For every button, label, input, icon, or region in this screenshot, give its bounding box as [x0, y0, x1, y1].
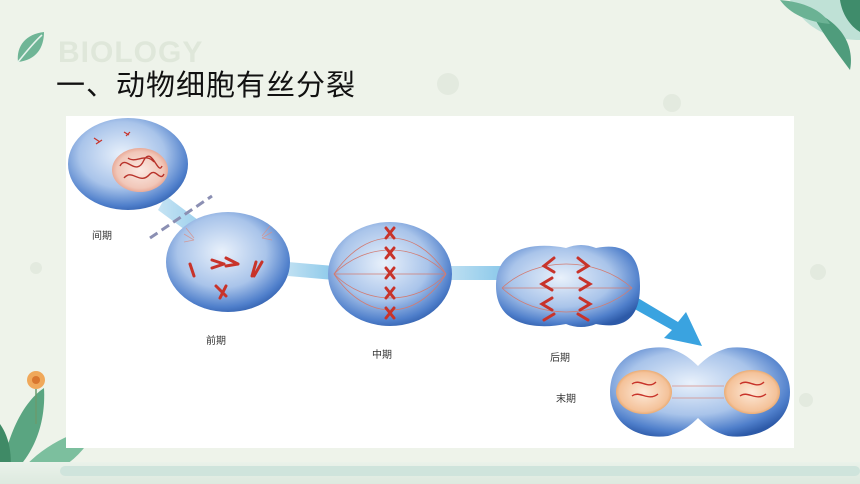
metaphase-cell: [328, 222, 452, 326]
mitosis-illustration: [68, 118, 790, 437]
mitosis-diagram: 间期 前期 中期 后期 末期: [66, 116, 794, 448]
prophase-cell: [166, 212, 290, 312]
leaf-cluster-icon: [780, 0, 860, 70]
interphase-cell: [68, 118, 188, 210]
stage-label-prophase: 前期: [206, 336, 226, 347]
stage-label-interphase: 间期: [92, 231, 112, 242]
telophase-cell: [610, 347, 790, 437]
stage-label-telophase: 末期: [556, 394, 576, 405]
stage-label-metaphase: 中期: [372, 350, 392, 361]
page-title: 一、动物细胞有丝分裂: [56, 68, 357, 102]
leaf-icon: [17, 32, 44, 63]
anaphase-cell: [496, 245, 640, 327]
stage-label-anaphase: 后期: [550, 353, 570, 364]
watermark: BIOLOGY: [58, 36, 204, 69]
footer-stripe: [60, 466, 860, 476]
